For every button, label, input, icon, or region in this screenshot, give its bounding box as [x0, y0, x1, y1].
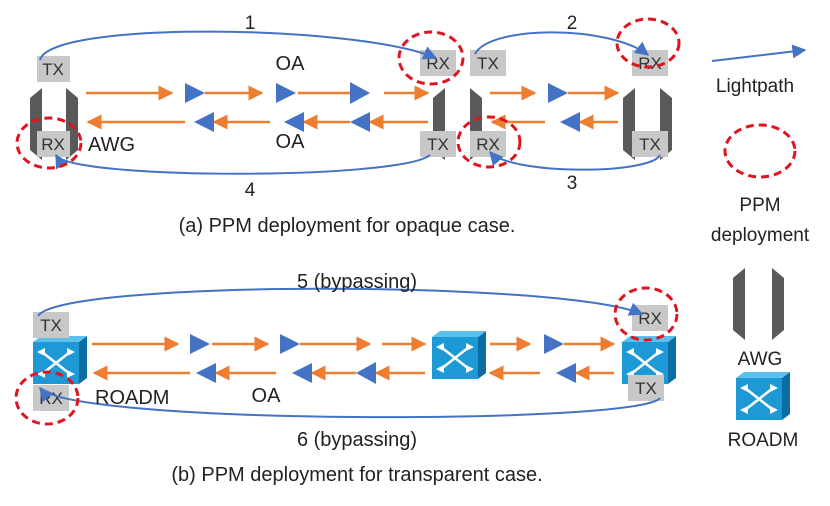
rx-port-label: RX — [39, 389, 63, 408]
panel-a-caption: (a) PPM deployment for opaque case. — [179, 215, 516, 237]
tx-port-label: TX — [40, 316, 62, 335]
port-boxes-a — [37, 50, 668, 157]
panel-a: TX RX RX TX TX RX RX TX 1 2 3 4 OA OA AW… — [15, 13, 681, 237]
rx-port-label: RX — [638, 309, 662, 328]
legend-awg-label: AWG — [738, 349, 783, 370]
legend: Lightpath PPM deployment AWG ROADM — [711, 44, 810, 451]
amplifier-triangle-icon — [185, 82, 580, 132]
legend-ppm-deployment-label: deployment — [711, 225, 810, 246]
lightpath-label-6: 6 (bypassing) — [297, 429, 417, 451]
ppm-dashed-circle-icon — [14, 286, 679, 426]
fiber-links-b — [92, 336, 616, 381]
lightpath-number-3: 3 — [567, 173, 578, 194]
lightpath-3 — [489, 150, 661, 171]
tx-port-label: TX — [42, 60, 64, 79]
ppm-dashed-circle-icon — [723, 123, 797, 179]
tx-port-label: TX — [635, 379, 657, 398]
oa-label-bottom: OA — [276, 131, 306, 153]
tx-port-label: TX — [639, 135, 661, 154]
roadm-switch-icon — [31, 329, 678, 386]
lightpath-5 — [37, 287, 644, 317]
legend-roadm-label: ROADM — [728, 430, 799, 451]
awg-icon — [733, 268, 784, 340]
rx-port-label: RX — [476, 135, 500, 154]
lightpaths-b — [37, 287, 661, 419]
rx-port-label: RX — [426, 54, 450, 73]
lightpaths-a — [39, 30, 661, 175]
panel-b: TX RX RX TX 5 (bypassing) 6 (bypassing) … — [14, 271, 679, 486]
lightpath-number-4: 4 — [245, 180, 256, 201]
lightpath-arrow-icon — [711, 44, 807, 62]
panel-b-caption: (b) PPM deployment for transparent case. — [171, 464, 542, 486]
legend-lightpath-label: Lightpath — [716, 76, 794, 97]
rx-port-label: RX — [41, 135, 65, 154]
amplifier-triangle-icon — [190, 334, 576, 384]
roadm-switch-icon — [734, 370, 792, 422]
tx-port-label: TX — [427, 135, 449, 154]
lightpath-4 — [55, 153, 431, 175]
lightpath-2 — [474, 31, 650, 56]
lightpath-number-2: 2 — [567, 13, 578, 34]
roadm-label: ROADM — [95, 387, 169, 409]
oa-label: OA — [252, 385, 282, 407]
lightpath-1 — [39, 30, 438, 61]
awg-label: AWG — [88, 134, 135, 156]
tx-port-label: TX — [477, 54, 499, 73]
lightpath-number-1: 1 — [245, 13, 256, 34]
oa-label-top: OA — [276, 53, 306, 75]
legend-ppm-label: PPM — [739, 195, 780, 216]
lightpath-6 — [39, 386, 661, 419]
ppm-dashed-circle-icon — [15, 17, 681, 170]
lightpath-label-5: 5 (bypassing) — [297, 271, 417, 293]
rx-port-label: RX — [638, 54, 662, 73]
